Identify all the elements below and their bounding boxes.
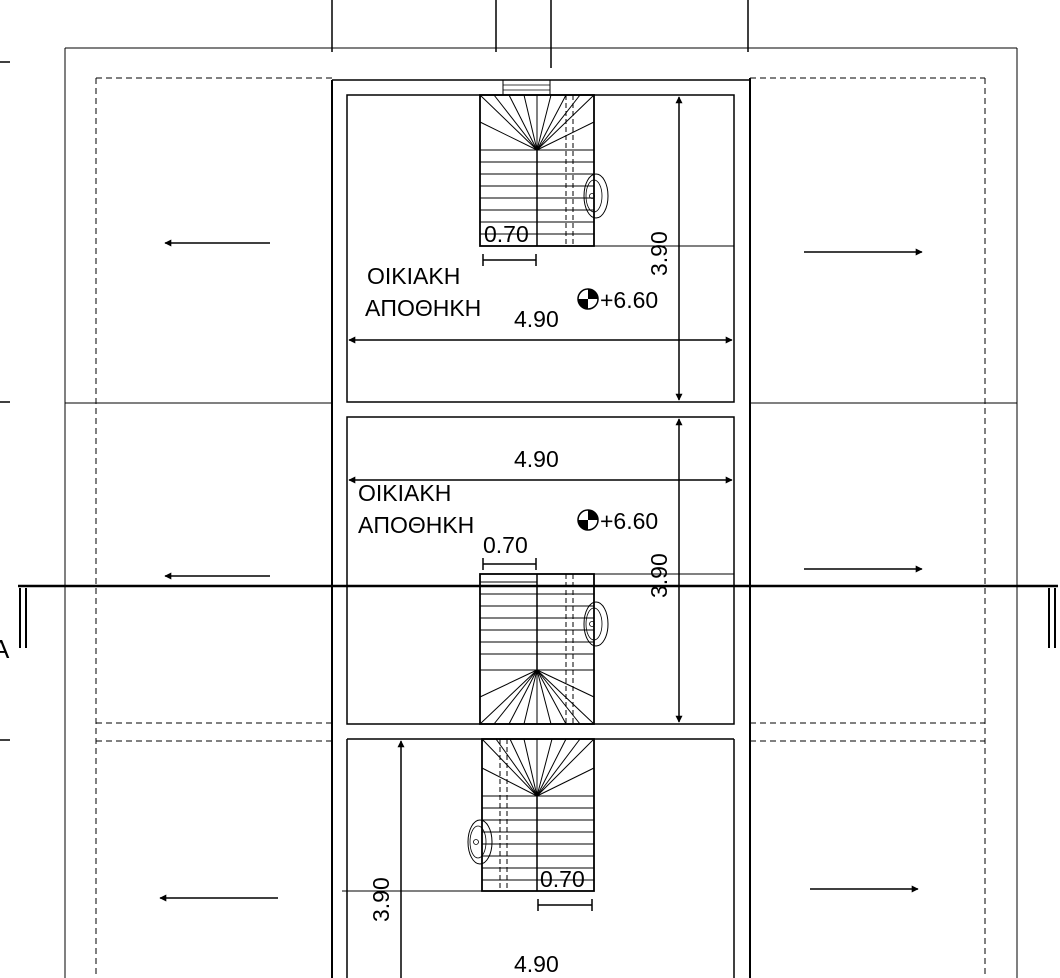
level-marker-icon [577, 288, 599, 310]
spiral-stair-icon [481, 738, 595, 892]
room-width-dimension: 4.90 [514, 306, 559, 332]
spiral-stair-icon [479, 573, 595, 725]
room-depth-dimension: 3.90 [646, 553, 672, 598]
stair-width-dimension: 0.70 [484, 221, 529, 247]
stair-width-dimension: 0.70 [483, 532, 528, 558]
room-depth-dimension: 3.90 [368, 877, 394, 922]
room-width-dimension: 4.90 [514, 446, 559, 472]
direction-arrow-icon [159, 239, 923, 902]
room-label-line2: ΑΠΟΘΗΚΗ [358, 512, 474, 538]
spiral-stair-icon [479, 94, 595, 247]
level-label: +6.60 [600, 287, 658, 313]
wash-basin-icon [467, 819, 493, 865]
level-marker-icon [577, 509, 599, 531]
room-label-line2: ΑΠΟΘΗΚΗ [365, 295, 481, 321]
wash-basin-icon [583, 601, 609, 647]
room-label-line1: ΟΙΚΙΑΚΗ [358, 480, 451, 506]
dimension-lines [342, 96, 734, 978]
room-depth-dimension: 3.90 [646, 231, 672, 276]
storage-block [331, 78, 751, 978]
section-line [18, 584, 1058, 648]
section-marker-label: A [0, 634, 10, 664]
wash-basin-icon [583, 173, 609, 219]
roof-outline [95, 77, 986, 978]
room-width-dimension: 4.90 [514, 951, 559, 977]
outer-walls [0, 0, 1018, 978]
level-label: +6.60 [600, 508, 658, 534]
room-label-line1: ΟΙΚΙΑΚΗ [367, 263, 460, 289]
stair-width-dimension: 0.70 [540, 866, 585, 892]
